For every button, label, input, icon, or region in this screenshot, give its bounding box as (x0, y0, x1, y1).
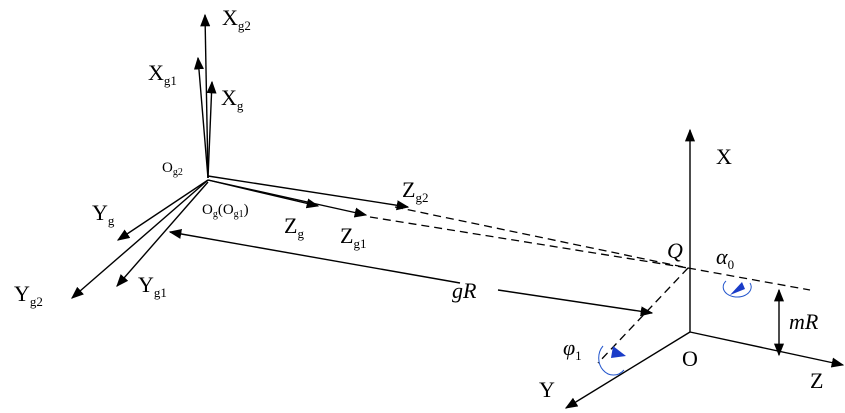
axis-yg (116, 179, 209, 241)
dashed-zg1-extension (369, 216, 689, 269)
label-zg1: Zg1 (340, 223, 366, 251)
label-og2: Og2 (162, 160, 183, 178)
label-zg: Zg (284, 213, 304, 241)
label-alpha0: α0 (716, 244, 734, 272)
alpha-rotation-arrowhead (730, 282, 745, 295)
label-yg2: Yg2 (14, 281, 43, 309)
label-o: O (682, 346, 698, 371)
label-z: Z (810, 368, 823, 393)
phi-rotation-arc (598, 345, 625, 376)
alpha-rotation-arc (722, 280, 752, 298)
dashed-zg2-extension (394, 206, 689, 269)
label-mR: mR (789, 309, 819, 334)
label-xg: Xg (221, 85, 244, 113)
label-x: X (716, 144, 732, 169)
axis-xg1 (193, 56, 209, 179)
axis-z (689, 331, 845, 368)
label-gR: gR (452, 278, 477, 303)
phi-rotation-arrowhead (611, 346, 626, 358)
axis-zg2 (207, 175, 410, 211)
axis-zg1 (207, 179, 368, 218)
axis-yg1 (116, 181, 209, 287)
label-yg: Yg (92, 200, 115, 228)
label-q: Q (667, 238, 683, 263)
label-yg1: Yg1 (138, 272, 167, 300)
axis-yg2 (71, 179, 209, 299)
label-y: Y (539, 377, 555, 402)
axis-y (564, 331, 691, 409)
dashed-y-extension (597, 267, 689, 364)
label-zg2: Zg2 (402, 177, 428, 205)
label-xg1: Xg1 (148, 60, 177, 88)
label-xg2: Xg2 (222, 5, 251, 33)
label-og: Og(Og1) (202, 202, 249, 220)
gR-left-arrow (168, 229, 461, 284)
label-phi1: φ1 (563, 335, 582, 363)
gR-right-arrow (497, 289, 654, 317)
axis-xg2 (200, 13, 211, 179)
dashed-z-extension (687, 267, 811, 291)
axis-xg (206, 80, 217, 179)
